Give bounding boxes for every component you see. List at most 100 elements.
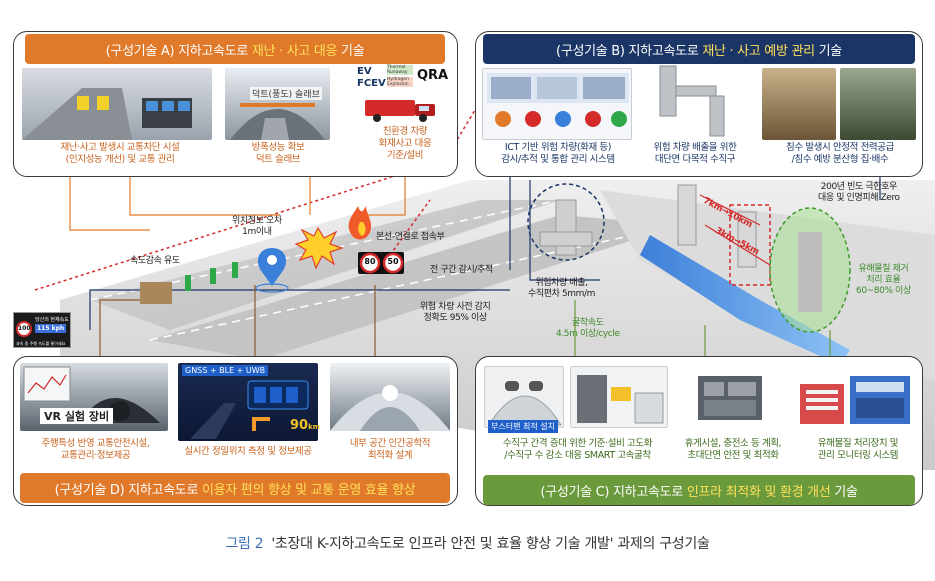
location-pin-ring [255, 283, 289, 293]
group-b-header-suffix: 기술 [818, 43, 843, 59]
annotation-branch-contact: 본선-연결로 접속부 [376, 232, 445, 242]
group-b-item2-caption: 위험 차량 배출을 위한 대단면 다목적 수직구 [635, 142, 755, 166]
vr-equipment-label: VR 실험 장비 [40, 408, 114, 424]
drainage-water [640, 235, 850, 365]
group-b-item3-caption: 침수 발생시 안정적 전력공급 /침수 예방 분산형 집·배수 [760, 142, 920, 166]
annotation-flood: 200년 빈도 극한호우 대응 및 인명피해 Zero [818, 182, 900, 204]
traffic-block-photo [22, 68, 212, 140]
annotation-risk-exit: 위험차량 배출, 수직편차 5mm/m [528, 278, 595, 300]
group-a-item3-line2: 화재사고 대응 [378, 138, 432, 149]
connector-line [360, 176, 406, 216]
annotation-hazard-line3: 60~80% 이상 [856, 286, 911, 296]
distance-line [699, 194, 761, 226]
connector-line [69, 176, 150, 231]
nav-speed: 90km [290, 418, 320, 433]
vertical-shaft [677, 184, 697, 246]
speed-sign-right [382, 252, 404, 274]
group-d-header-prefix: (구성기술 D) 지하고속도로 [54, 482, 199, 498]
group-c-header: (구성기술 C) 지하고속도로 인프라 최적화 및 환경 개선 기술 [483, 475, 915, 505]
annotation-position-error-line1: 위치정보 오차 [232, 216, 282, 226]
connector-line [89, 289, 510, 330]
label-fcev: FCEV [357, 78, 386, 89]
duct-slab-photo [225, 68, 330, 140]
speed-display-footer: 과속 중 주행 속도를 줄이세요 [16, 341, 66, 346]
group-b-header-prefix: (구성기술 B) 지하고속도로 [556, 43, 699, 59]
treatment-shaft [798, 232, 822, 312]
road-lane-upper [90, 200, 560, 330]
group-c-item2-line1: 휴게시설, 충전소 등 계획, [684, 438, 782, 449]
group-a-item1-line2: (인지성능 개선) 및 교통 관리 [65, 154, 175, 165]
group-c-item2-caption: 휴게시설, 충전소 등 계획, 초대단면 안전 및 최적화 [678, 438, 788, 462]
booster-fan-label: 부스터팬 최적 설치 [488, 420, 558, 433]
connector-line [129, 176, 280, 216]
booster-fan-photo [484, 366, 564, 428]
connector-line [99, 299, 140, 358]
eco-vehicle-photo: EV FCEV Thermal Runaway Hydrogen Explosi… [355, 62, 450, 124]
group-a-header-suffix: 기술 [341, 43, 365, 59]
group-c-item1-caption: 수직구 간격 증대 위한 기준·설비 고도화 /수직구 수 감소 대응 SMAR… [480, 438, 675, 462]
speed-sign-left-value: 80 [364, 257, 376, 266]
group-a-item1-caption: 재난·사고 발생시 교통차단 시설 (인지성능 개선) 및 교통 관리 [20, 142, 220, 166]
group-a-header-highlight: 재난 · 사고 대응 [251, 43, 338, 59]
speed-sign-right-value: 50 [387, 257, 399, 266]
group-b-header-highlight: 재난 · 사고 예방 관리 [702, 43, 815, 59]
speed-display-title: 당신의 현재속도 [35, 317, 69, 323]
group-b-header: (구성기술 B) 지하고속도로 재난 · 사고 예방 관리 기술 [483, 34, 915, 64]
shaft-pipe [555, 199, 577, 256]
group-c-header-prefix: (구성기술 C) 지하고속도로 [540, 484, 683, 500]
group-d-item1-line1: 주행특성 반영 교통안전시설, [41, 438, 150, 449]
annotation-position-error-line2: 1m이내 [242, 227, 272, 237]
group-c-header-suffix: 기술 [834, 484, 858, 500]
ict-system-photo [482, 68, 632, 140]
annotation-risk-detect: 위험 차량 사전 감지 정확도 95% 이상 [420, 302, 491, 324]
nav-speed-value: 90 [290, 418, 309, 433]
group-d-item2-caption: 실시간 정밀위치 측정 및 정보제공 [172, 446, 324, 458]
annotation-dig-speed-line1: 굴착속도 [572, 318, 604, 328]
group-c-item3-line2: 관리 모니터링 시스템 [817, 450, 899, 461]
group-d-item1-caption: 주행특성 반영 교통안전시설, 교통관리·정보제공 [18, 438, 173, 462]
connector-line [529, 180, 600, 281]
group-d-header-highlight: 이용자 편의 향상 및 교통 운영 효율 향상 [201, 482, 416, 498]
group-c-item1-line2: /수직구 수 감소 대응 SMART 고속굴착 [504, 450, 651, 461]
group-d-header: (구성기술 D) 지하고속도로 이용자 편의 향상 및 교통 운영 효율 향상 [20, 473, 450, 503]
annotation-risk-detect-line1: 위험 차량 사전 감지 [420, 302, 491, 312]
group-b-item3-line1: 침수 발생시 안정적 전력공급 [786, 142, 894, 153]
gnss-positioning-photo [178, 363, 318, 441]
group-d-item2-line1: 실시간 정밀위치 측정 및 정보제공 [184, 446, 312, 457]
shaft-highlight-circle [527, 183, 605, 261]
annotation-risk-exit-line2: 수직편차 5mm/m [528, 289, 596, 299]
group-a-header: (구성기술 A) 지하고속도로 재난 · 사고 대응 기술 [25, 34, 445, 64]
ergonomic-design-photo [330, 363, 450, 431]
road-lane-lower [150, 215, 680, 360]
annotation-hazard-line2: 처리 효율 [866, 275, 901, 285]
group-b-item1-caption: ICT 기반 위험 차량(화재 등) 감시/추적 및 통합 관리 시스템 [478, 142, 638, 166]
annotation-dig-speed: 굴착속도 4.5m 이상/cycle [556, 318, 620, 340]
speed-sign-left [359, 252, 381, 274]
label-hydrogen: Hydrogen Explosion [387, 77, 413, 87]
flood-photo-1 [762, 68, 836, 140]
annotation-speed-guidance: 속도감속 유도 [130, 256, 180, 266]
figure-caption-text: '초장대 K-지하고속도로 인프라 안전 및 효율 향상 기술 개발' 과제의 … [271, 536, 710, 552]
group-a-item2-caption: 방폭성능 확보 덕트 슬래브 [228, 142, 328, 166]
nav-speed-unit: km [308, 423, 321, 431]
distance-line [704, 224, 771, 266]
figure-caption: 그림 2'초장대 K-지하고속도로 인프라 안전 및 효율 향상 기술 개발' … [0, 533, 935, 553]
shaft-pipe [539, 231, 593, 247]
annotation-risk-detect-line2: 정확도 95% 이상 [423, 313, 488, 323]
label-ev: EV [357, 66, 372, 77]
location-pin-dot [267, 255, 277, 265]
group-c-item1-line1: 수직구 간격 증대 위한 기준·설비 고도화 [502, 438, 653, 449]
gnss-label: GNSS + BLE + UWB [182, 365, 269, 376]
speed-display-sign: 100 당신의 현재속도 115 kph 과속 중 주행 속도를 줄이세요 [13, 312, 71, 348]
group-d-item1-line2: 교통관리·정보제공 [60, 450, 131, 461]
group-b-item2-line1: 위험 차량 배출을 위한 [653, 142, 737, 153]
group-a-item1-line1: 재난·사고 발생시 교통차단 시설 [60, 142, 180, 153]
guidance-sign-photo [140, 282, 172, 304]
group-a-item2-line1: 방폭성능 확보 [251, 142, 305, 153]
group-c-item2-line2: 초대단면 안전 및 최적화 [687, 450, 779, 461]
rest-area-photo [688, 366, 774, 428]
annotation-dig-speed-line2: 4.5m 이상/cycle [556, 329, 620, 339]
speed-guide-marker [232, 262, 238, 278]
fire-truck-icon [365, 100, 435, 122]
connector-line [444, 109, 476, 161]
